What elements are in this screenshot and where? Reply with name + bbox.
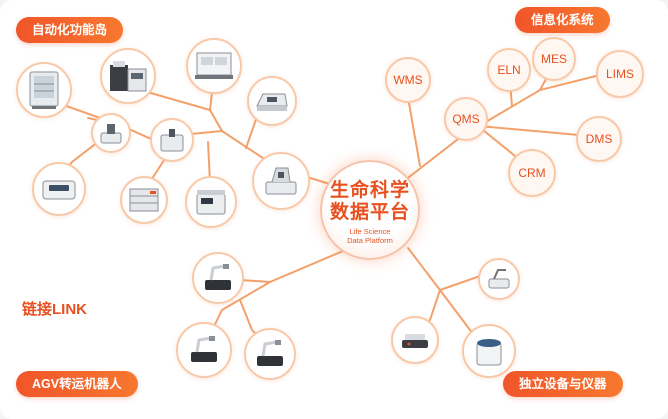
reader-icon	[256, 93, 288, 111]
instrument-node-storage-rack	[120, 176, 168, 224]
agv-node-2	[176, 322, 232, 378]
system-node-mes: MES	[532, 37, 576, 81]
system-label: CRM	[518, 166, 546, 180]
automation-island-label: 自动化功能岛	[16, 17, 124, 43]
instrument-node-incubator	[16, 62, 72, 118]
instrument-node-thermal-cycler	[32, 162, 86, 216]
dispenser-icon	[160, 129, 184, 152]
centrifuge-icon	[476, 339, 502, 366]
device-node-pipette-station	[478, 258, 520, 300]
branch-line	[394, 74, 601, 189]
agv-node-3	[244, 328, 296, 380]
agv-robot-icon	[205, 264, 231, 290]
liquid-handler-icon	[265, 167, 297, 195]
link-label: 链接LINK	[22, 301, 87, 318]
system-label: MES	[540, 52, 567, 66]
branch-line	[477, 125, 591, 137]
hub-subtitle-line1: Life Science	[349, 227, 391, 236]
agv-robot-label: AGV转运机器人	[16, 371, 138, 397]
system-node-qms: QMS	[444, 97, 488, 141]
data-platform-hub: 生命科学 数据平台 Life Science Data Platform	[320, 160, 420, 260]
branch-line	[207, 141, 211, 183]
system-label: WMS	[393, 73, 423, 87]
microscope-icon	[100, 124, 122, 144]
shaker-icon	[402, 334, 428, 348]
system-node-dms: DMS	[576, 116, 622, 162]
hub-subtitle-line2: Data Platform	[347, 236, 393, 245]
system-label: LIMS	[605, 67, 634, 81]
sequencer-icon	[196, 190, 226, 215]
agv-node-1	[192, 252, 244, 304]
device-node-shaker	[391, 316, 439, 364]
system-label: DMS	[585, 132, 613, 146]
pipette-station-icon	[488, 269, 510, 289]
standalone-devices-label: 独立设备与仪器	[503, 371, 623, 397]
branch-line	[477, 125, 521, 161]
workstation-icon	[195, 52, 233, 79]
agv-robot-icon	[191, 336, 217, 362]
instrument-node-microscope	[91, 113, 131, 153]
analyzer-icon	[110, 61, 147, 92]
system-label: ELN	[497, 63, 521, 77]
storage-rack-icon	[129, 188, 159, 212]
system-node-lims: LIMS	[596, 50, 644, 98]
instrument-node-workstation	[186, 38, 242, 94]
incubator-icon	[29, 71, 59, 109]
thermal-cycler-icon	[42, 180, 76, 200]
system-node-crm: CRM	[508, 149, 556, 197]
hub-title-line2: 数据平台	[329, 202, 410, 223]
agv-robot-icon	[257, 340, 283, 366]
hub-title-line1: 生命科学	[329, 180, 410, 201]
instrument-node-liquid-handler	[252, 152, 310, 210]
instrument-node-analyzer	[100, 48, 156, 104]
system-node-eln: ELN	[487, 48, 531, 92]
device-node-centrifuge	[462, 324, 516, 378]
system-label: QMS	[452, 112, 480, 126]
instrument-node-sequencer	[185, 176, 237, 228]
info-system-label: 信息化系统	[515, 7, 610, 33]
instrument-node-dispenser	[150, 118, 194, 162]
system-node-wms: WMS	[385, 57, 431, 103]
instrument-node-reader	[247, 76, 297, 126]
